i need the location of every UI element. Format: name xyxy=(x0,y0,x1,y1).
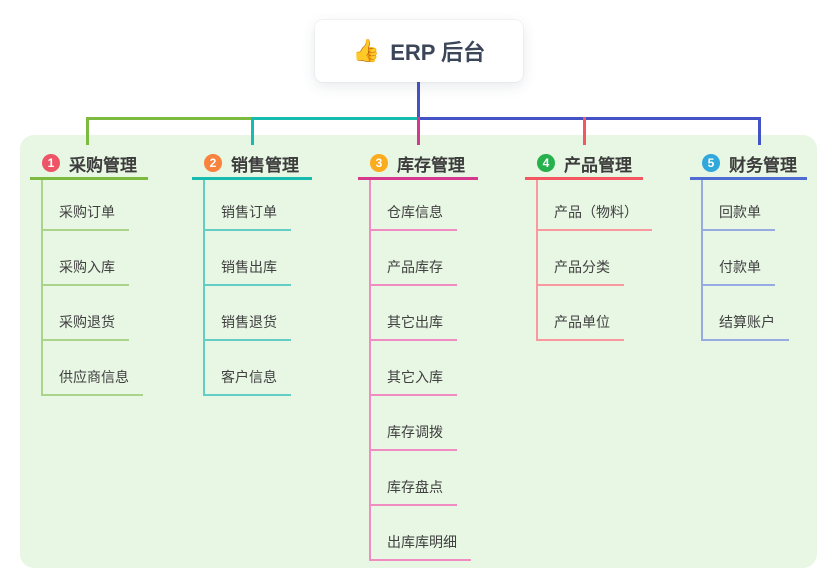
child-node[interactable]: 库存盘点 xyxy=(371,451,457,506)
branch-title-label: 销售管理 xyxy=(231,155,299,175)
root-node[interactable]: 👍 ERP 后台 xyxy=(315,20,523,82)
branch-title-label: 产品管理 xyxy=(564,155,632,175)
branch-node-2: 2 销售管理销售订单销售出库销售退货客户信息 xyxy=(192,149,312,396)
branch-children: 销售订单销售出库销售退货客户信息 xyxy=(203,180,291,396)
child-node[interactable]: 结算账户 xyxy=(703,286,789,341)
child-node[interactable]: 采购退货 xyxy=(43,286,129,341)
branch-number-badge: 5 xyxy=(702,154,720,172)
branch-title[interactable]: 1 采购管理 xyxy=(30,149,148,180)
connector-hbar-left xyxy=(86,117,254,120)
child-node[interactable]: 供应商信息 xyxy=(43,341,143,396)
child-node[interactable]: 产品库存 xyxy=(371,231,457,286)
branch-node-3: 3 库存管理仓库信息产品库存其它出库其它入库库存调拨库存盘点出库库明细 xyxy=(358,149,478,561)
branch-children: 产品（物料）产品分类产品单位 xyxy=(536,180,652,341)
connector-root-drop xyxy=(417,82,420,118)
child-node[interactable]: 销售订单 xyxy=(205,180,291,231)
connector-branch-drop-2 xyxy=(251,117,254,145)
branch-children: 仓库信息产品库存其它出库其它入库库存调拨库存盘点出库库明细 xyxy=(369,180,471,561)
connector-branch-drop-3 xyxy=(417,117,420,145)
child-node[interactable]: 销售退货 xyxy=(205,286,291,341)
branch-title-label: 库存管理 xyxy=(397,155,465,175)
child-node[interactable]: 产品分类 xyxy=(538,231,624,286)
child-node[interactable]: 客户信息 xyxy=(205,341,291,396)
branch-node-5: 5 财务管理回款单付款单结算账户 xyxy=(690,149,807,341)
branch-number-badge: 1 xyxy=(42,154,60,172)
branch-number-badge: 3 xyxy=(370,154,388,172)
branch-number-badge: 4 xyxy=(537,154,555,172)
branch-children: 采购订单采购入库采购退货供应商信息 xyxy=(41,180,143,396)
child-node[interactable]: 其它入库 xyxy=(371,341,457,396)
child-node[interactable]: 仓库信息 xyxy=(371,180,457,231)
child-node[interactable]: 销售出库 xyxy=(205,231,291,286)
child-node[interactable]: 库存调拨 xyxy=(371,396,457,451)
child-node[interactable]: 回款单 xyxy=(703,180,775,231)
root-title: ERP 后台 xyxy=(390,40,486,65)
branch-title[interactable]: 5 财务管理 xyxy=(690,149,807,180)
branch-title[interactable]: 2 销售管理 xyxy=(192,149,312,180)
child-node[interactable]: 出库库明细 xyxy=(371,506,471,561)
connector-branch-drop-1 xyxy=(86,117,89,145)
child-node[interactable]: 采购订单 xyxy=(43,180,129,231)
connector-hbar-right xyxy=(417,117,761,120)
connector-branch-drop-4 xyxy=(583,117,586,145)
branch-title[interactable]: 4 产品管理 xyxy=(525,149,643,180)
branch-title-label: 采购管理 xyxy=(69,155,137,175)
branch-number-badge: 2 xyxy=(204,154,222,172)
connector-branch-drop-5 xyxy=(758,117,761,145)
branch-title-label: 财务管理 xyxy=(729,155,797,175)
child-node[interactable]: 采购入库 xyxy=(43,231,129,286)
connector-hbar-mid xyxy=(251,117,420,120)
mindmap-panel xyxy=(20,135,817,568)
child-node[interactable]: 其它出库 xyxy=(371,286,457,341)
thumbs-up-icon: 👍 xyxy=(352,38,381,63)
branch-node-4: 4 产品管理产品（物料）产品分类产品单位 xyxy=(525,149,652,341)
branch-title[interactable]: 3 库存管理 xyxy=(358,149,478,180)
branch-node-1: 1 采购管理采购订单采购入库采购退货供应商信息 xyxy=(30,149,148,396)
branch-children: 回款单付款单结算账户 xyxy=(701,180,789,341)
child-node[interactable]: 产品（物料） xyxy=(538,180,652,231)
child-node[interactable]: 付款单 xyxy=(703,231,775,286)
child-node[interactable]: 产品单位 xyxy=(538,286,624,341)
